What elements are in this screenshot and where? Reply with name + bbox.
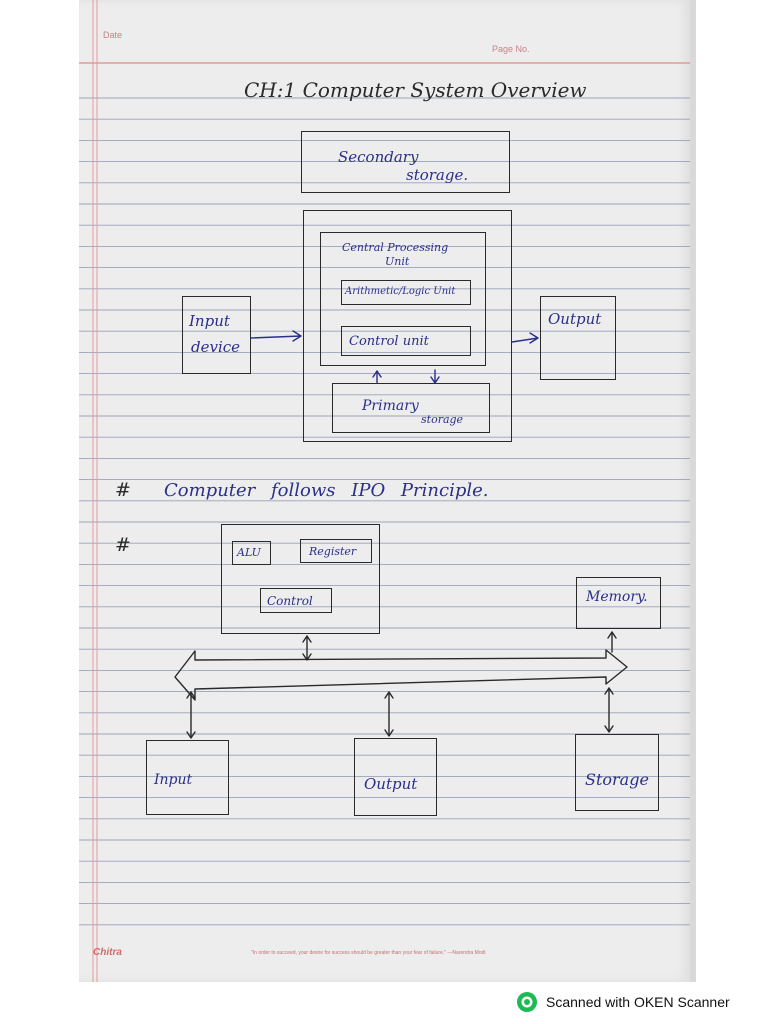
alu-label: Arithmetic/Logic Unit	[345, 286, 456, 297]
control-to-primary-arrow-up	[372, 370, 382, 384]
alu-box	[341, 280, 471, 305]
storage-box	[575, 734, 659, 811]
system-bus-arrow	[174, 649, 628, 701]
output-box	[540, 296, 616, 380]
cpu-label-line-2: Unit	[385, 255, 410, 268]
register-box	[300, 539, 372, 563]
processor-bus-link	[302, 635, 312, 661]
date-label: Date	[103, 30, 123, 40]
register-label: Register	[309, 545, 357, 558]
input-label: Input	[154, 772, 193, 788]
input-to-cpu-arrow	[250, 330, 302, 342]
scanner-badge: Scanned with OKEN Scanner	[516, 991, 730, 1013]
input-device-box	[182, 296, 251, 374]
control-unit-label: Control unit	[349, 334, 429, 349]
memory-label: Memory.	[586, 589, 648, 605]
page-title: CH:1 Computer System Overview	[244, 78, 587, 102]
page-number-label: Page No.	[492, 44, 530, 54]
primary-storage-label-line-2: storage	[421, 413, 464, 426]
hash-mark-2: #	[115, 534, 131, 556]
diagram-arrows	[174, 330, 628, 739]
control-to-primary-arrow-down	[430, 369, 440, 384]
input-device-label-line-2: device	[191, 338, 241, 356]
hash-mark-1: #	[115, 479, 131, 501]
storage-bus-link	[604, 687, 614, 733]
primary-storage-box	[332, 383, 490, 433]
output-small-label: Output	[364, 775, 418, 793]
control-small-label: Control	[267, 594, 313, 608]
computer-outer-box	[303, 210, 512, 442]
alu-small-box	[232, 541, 271, 565]
storage-label: Storage	[585, 770, 649, 789]
alu-small-label: ALU	[237, 546, 261, 559]
brand-logo: Chitra	[93, 947, 122, 958]
output-small-box	[354, 738, 437, 816]
footer-quote: "In order to succeed, your desire for su…	[251, 950, 486, 956]
cpu-box	[320, 232, 486, 366]
output-bus-link	[384, 691, 394, 737]
notebook-page: Date Page No. CH:1 Computer System Overv…	[79, 0, 690, 982]
processor-box	[221, 524, 380, 634]
secondary-storage-label-line-1: Secondary	[338, 148, 419, 166]
page-edge	[690, 0, 696, 982]
memory-bus-link	[607, 631, 617, 653]
ipo-principle-note: Computer follows IPO Principle.	[164, 480, 489, 501]
secondary-storage-box	[301, 131, 510, 193]
cpu-label-line-1: Central Processing	[342, 241, 449, 254]
input-bus-link	[186, 691, 196, 739]
output-label: Output	[548, 310, 602, 328]
input-device-label-line-1: Input	[189, 312, 230, 330]
cpu-to-output-arrow	[511, 332, 539, 344]
primary-storage-label-line-1: Primary	[362, 398, 419, 414]
control-small-box	[260, 588, 332, 613]
control-unit-box	[341, 326, 471, 356]
memory-box	[576, 577, 661, 629]
ruled-lines	[79, 0, 690, 982]
secondary-storage-label-line-2: storage.	[406, 166, 469, 184]
scanner-footer	[0, 982, 768, 1024]
input-box	[146, 740, 229, 815]
scanner-watermark-text: Scanned with OKEN Scanner	[546, 994, 730, 1010]
oken-scanner-logo-icon	[517, 992, 537, 1012]
